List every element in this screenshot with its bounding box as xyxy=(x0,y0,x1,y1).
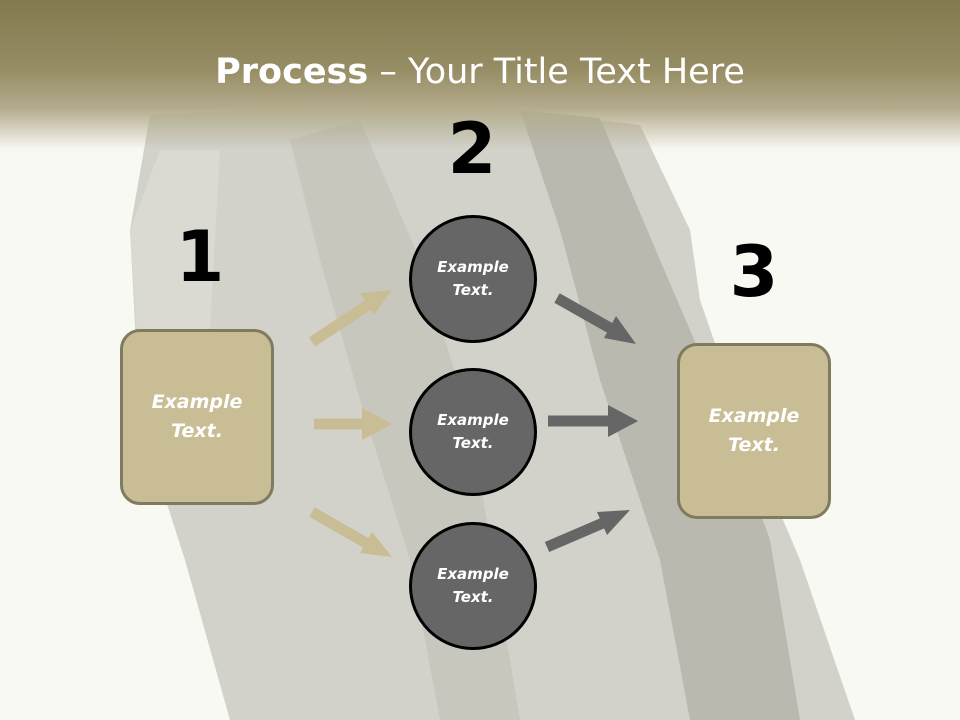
step-1-box[interactable]: Example Text. xyxy=(120,329,274,505)
circle-middle-text: Example Text. xyxy=(437,411,509,452)
step-3-box[interactable]: Example Text. xyxy=(677,343,831,519)
arrow-circle-middle-to-box3-head xyxy=(608,405,638,437)
step-number-1: 1 xyxy=(175,216,225,298)
circle-bottom-text: Example Text. xyxy=(437,565,509,606)
step-2-circle-bottom[interactable]: Example Text. xyxy=(409,522,537,650)
step-3-text: Example Text. xyxy=(708,405,800,456)
circle-top-text: Example Text. xyxy=(437,258,509,299)
arrow-circle-bottom-to-box3-head xyxy=(597,510,630,535)
step-number-2: 2 xyxy=(447,108,497,190)
arrow-circle-top-to-box3 xyxy=(554,293,613,333)
arrow-box1-to-circle-middle-head xyxy=(362,408,392,440)
arrow-circle-bottom-to-box3 xyxy=(544,517,606,553)
arrow-box1-to-circle-top xyxy=(308,300,372,347)
title-bold: Process xyxy=(215,52,369,92)
arrow-circle-top-to-box3-head xyxy=(604,316,636,344)
header-band xyxy=(0,0,960,150)
step-1-text: Example Text. xyxy=(151,391,243,442)
wood-dark-crack xyxy=(520,110,800,720)
title-rest: – Your Title Text Here xyxy=(368,52,745,92)
slide-title[interactable]: Process – Your Title Text Here xyxy=(0,52,960,92)
step-2-circle-top[interactable]: Example Text. xyxy=(409,215,537,343)
arrow-box1-to-circle-top-head xyxy=(360,290,392,315)
arrow-box1-to-circle-bottom-head xyxy=(360,532,392,557)
step-2-circle-middle[interactable]: Example Text. xyxy=(409,368,537,496)
step-number-3: 3 xyxy=(729,231,779,313)
arrow-box1-to-circle-bottom xyxy=(309,507,369,548)
